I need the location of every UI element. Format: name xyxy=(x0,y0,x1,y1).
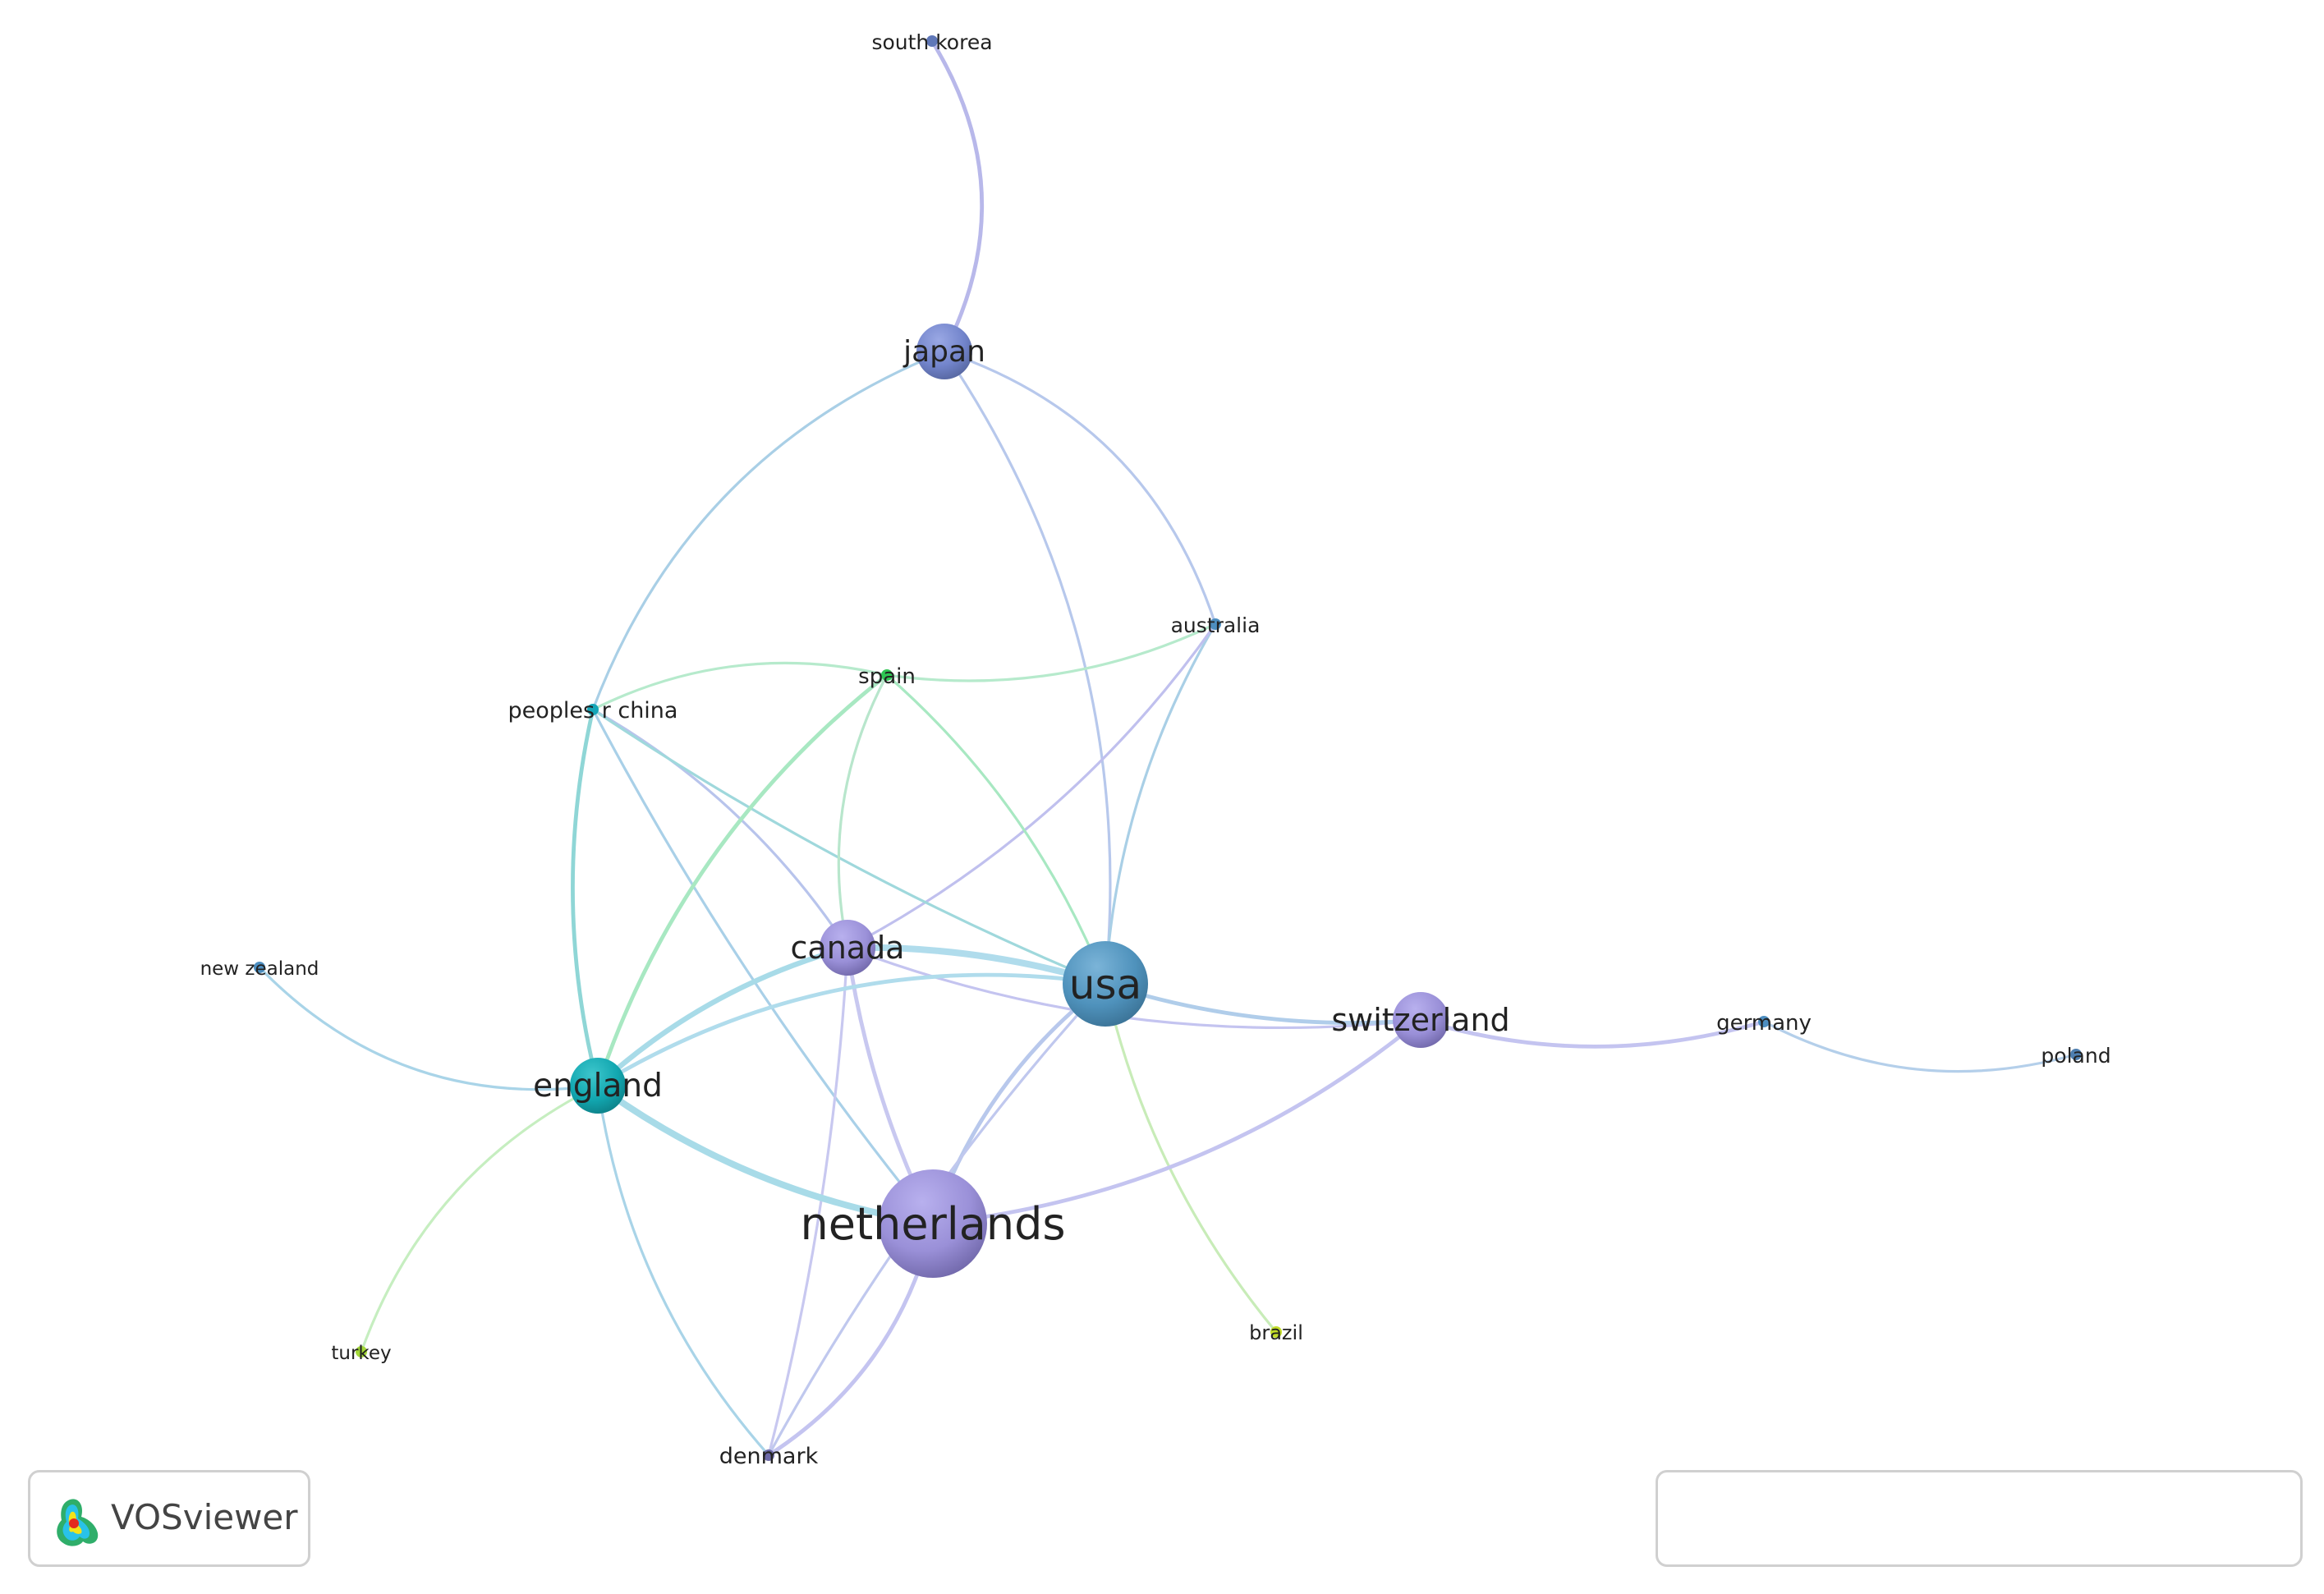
link-peoples-r-china-canada xyxy=(591,708,849,949)
link-australia-usa xyxy=(1104,622,1217,985)
node-peoples-r-china[interactable] xyxy=(587,704,599,715)
node-canada[interactable] xyxy=(820,920,875,976)
link-spain-canada xyxy=(837,673,889,949)
node-label-south-korea: south korea xyxy=(871,30,992,54)
legend-box xyxy=(1656,1470,2303,1567)
link-australia-spain xyxy=(885,622,1217,682)
node-label-germany: germany xyxy=(1716,1011,1812,1036)
link-japan-usa xyxy=(943,350,1112,985)
node-label-brazil: brazil xyxy=(1249,1321,1303,1344)
vosviewer-logo-box[interactable]: VOSviewer xyxy=(28,1470,310,1567)
node-germany[interactable] xyxy=(1758,1016,1770,1027)
link-england-denmark xyxy=(596,1084,770,1457)
node-denmark[interactable] xyxy=(763,1449,774,1461)
node-label-england: england xyxy=(533,1068,663,1105)
link-south-korea-japan xyxy=(930,39,985,354)
link-germany-poland xyxy=(1762,1020,2078,1073)
node-label-netherlands: netherlands xyxy=(801,1198,1066,1250)
node-label-poland: poland xyxy=(2041,1044,2110,1068)
node-label-peoples-r-china: peoples r china xyxy=(508,698,678,724)
link-canada-denmark xyxy=(767,946,849,1457)
vosviewer-logo-icon xyxy=(57,1499,99,1546)
link-spain-england xyxy=(595,673,889,1088)
node-layer: south korea japan australia spain peoples r … xyxy=(200,30,2111,1469)
node-label-new-zealand: new zealand xyxy=(200,958,319,980)
link-spain-usa xyxy=(885,673,1107,985)
link-switzerland-germany xyxy=(1418,1017,1766,1049)
link-new-zealand-england xyxy=(258,966,599,1091)
node-label-turkey: turkey xyxy=(331,1343,391,1364)
link-switzerland-netherlands xyxy=(930,1017,1423,1226)
link-peoples-r-china-spain xyxy=(591,661,889,711)
link-japan-peoples-r-china xyxy=(591,350,946,711)
link-peoples-r-china-england xyxy=(571,707,600,1088)
link-australia-canada xyxy=(846,622,1217,949)
node-brazil[interactable] xyxy=(1270,1326,1282,1338)
vosviewer-logo-text: VOSviewer xyxy=(111,1497,298,1537)
node-label-denmark: denmark xyxy=(719,1444,819,1469)
node-spain[interactable] xyxy=(881,669,893,681)
link-japan-australia xyxy=(943,350,1217,626)
link-england-turkey xyxy=(360,1084,599,1353)
node-usa[interactable] xyxy=(1063,941,1148,1027)
node-label-canada: canada xyxy=(791,930,905,966)
node-south-korea[interactable] xyxy=(926,35,938,47)
node-england[interactable] xyxy=(570,1058,626,1114)
node-australia[interactable] xyxy=(1210,618,1221,630)
node-label-switzerland: switzerland xyxy=(1331,1002,1509,1038)
link-peoples-r-china-usa xyxy=(591,708,1107,985)
node-japan[interactable] xyxy=(916,324,972,379)
link-usa-switzerland xyxy=(1103,981,1423,1025)
node-new-zealand[interactable] xyxy=(254,962,265,973)
node-label-japan: japan xyxy=(903,335,985,369)
node-label-spain: spain xyxy=(858,664,916,689)
link-canada-england xyxy=(595,944,851,1089)
node-netherlands[interactable] xyxy=(879,1169,987,1278)
link-peoples-r-china-netherlands xyxy=(591,708,935,1225)
link-layer xyxy=(258,39,2078,1458)
node-turkey[interactable] xyxy=(356,1346,367,1357)
node-switzerland[interactable] xyxy=(1393,992,1449,1048)
node-label-usa: usa xyxy=(1069,961,1141,1008)
node-poland[interactable] xyxy=(2070,1049,2082,1060)
node-label-australia: australia xyxy=(1171,613,1261,637)
link-usa-england xyxy=(595,972,1108,1088)
